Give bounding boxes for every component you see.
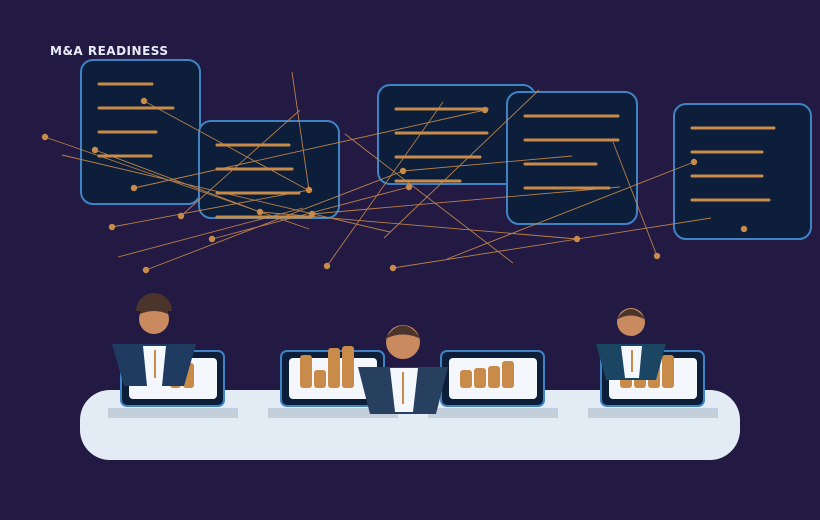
person-left: [112, 293, 196, 386]
person-right: [596, 308, 666, 380]
page-title: M&A READINESS: [50, 44, 169, 58]
document-panel: [506, 91, 638, 225]
connection-nodes: [41, 97, 748, 274]
monitor: [440, 350, 545, 407]
desk: [80, 390, 740, 460]
document-panels: [80, 59, 812, 240]
document-panel: [673, 103, 812, 240]
document-panel: [198, 120, 340, 219]
person-center: [358, 325, 448, 414]
document-panel: [80, 59, 201, 205]
